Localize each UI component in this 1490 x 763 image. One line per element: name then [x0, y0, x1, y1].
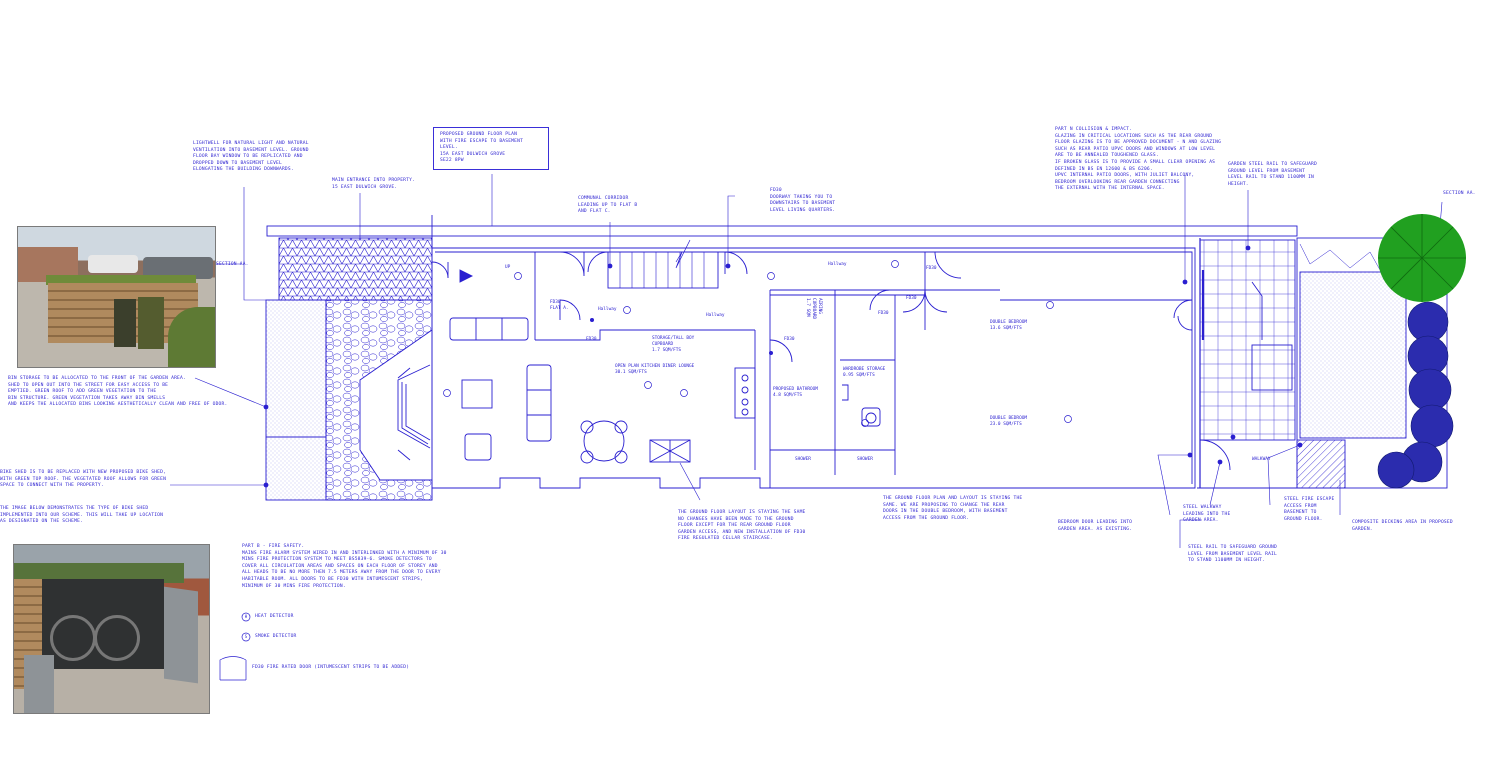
label-proposed-bathroom: PROPOSED BATHROOM 4.8 SQM/FTS — [773, 387, 818, 398]
note-fd30-doorway: FD30 DOORWAY TAKING YOU TO DOWNSTAIRS TO… — [770, 188, 836, 213]
label-shower-1: SHOWER — [795, 457, 811, 462]
note-steel-rail: STEEL RAIL TO SAFEGUARD GROUND LEVEL FRO… — [1188, 545, 1277, 564]
note-composite-decking: COMPOSITE DECKING AREA IN PROPOSED GARDE… — [1352, 520, 1453, 532]
tree-icon — [1378, 214, 1466, 302]
label-hallway-3: Hallway — [828, 262, 847, 267]
note-section-right: SECTION AA. — [1443, 191, 1476, 196]
label-open-plan: OPEN PLAN KITCHEN DINER LOUNGE 30.1 SQM/… — [615, 364, 695, 375]
note-section-left: SECTION AA. — [216, 262, 249, 267]
label-up: UP — [505, 265, 511, 270]
legend-heat-detector: HEAT DETECTOR — [255, 614, 294, 619]
note-part-n: PART N COLLISION & IMPACT. GLAZING IN CR… — [1055, 127, 1222, 192]
note-bedroom-door: BEDROOM DOOR LEADING INTO GARDEN AREA. A… — [1058, 520, 1133, 532]
bin-store-photo — [17, 226, 216, 368]
label-fd30-e: FD30 — [926, 266, 937, 271]
title-block: PROPOSED GROUND FLOOR PLAN WITH FIRE ESC… — [433, 127, 549, 170]
label-fd30-c: FD30 — [878, 311, 889, 316]
note-ground-floor-plan: THE GROUND FLOOR PLAN AND LAYOUT IS STAY… — [883, 496, 1023, 521]
shrub-icon — [1377, 301, 1454, 489]
legend-heat-symbol: H — [244, 614, 248, 619]
label-shower-2: SHOWER — [857, 457, 873, 462]
label-double-bedroom-2: DOUBLE BEDROOM 23.0 SQM/FTS — [990, 416, 1028, 427]
hatched-area — [278, 237, 433, 301]
note-main-entrance: MAIN ENTRANCE INTO PROPERTY. 15 EAST DUL… — [332, 178, 416, 190]
legend-smoke-symbol: S — [244, 634, 248, 639]
note-image-below: THE IMAGE BELOW DEMONSTRATES THE TYPE OF… — [0, 506, 164, 525]
smoke-detector-icon — [443, 260, 1072, 427]
note-bin-storage: BIN STORAGE TO BE ALLOCATED TO THE FRONT… — [8, 376, 228, 408]
label-double-bedroom-1: DOUBLE BEDROOM 13.6 SQM/FTS — [990, 320, 1028, 331]
note-communal-corridor: COMMUNAL CORRIDOR LEADING UP TO FLAT B A… — [578, 196, 638, 215]
note-garden-rail: GARDEN STEEL RAIL TO SAFEGUARD GROUND LE… — [1228, 162, 1317, 187]
note-lightwell: LIGHTWELL FOR NATURAL LIGHT AND NATURAL … — [193, 141, 309, 173]
legend-smoke-detector: SMOKE DETECTOR — [255, 634, 297, 639]
bike-shed-photo — [13, 544, 210, 714]
label-walkway: WALKWAY — [1252, 457, 1271, 462]
note-steel-fire-escape: STEEL FIRE ESCAPE ACCESS FROM BASEMENT T… — [1284, 497, 1335, 522]
note-steel-walkway: STEEL WALKWAY LEADING INTO THE GARDEN AR… — [1183, 505, 1231, 524]
note-ground-floor-layout: THE GROUND FLOOR LAYOUT IS STAYING THE S… — [678, 510, 806, 542]
label-storage: STORAGE/TALL BOY CUPBOARD 1.7 SQM/FTS — [652, 336, 695, 353]
legend-fd30-door: FD30 FIRE RATED DOOR (INTUMESCENT STRIPS… — [252, 665, 410, 670]
label-fd30-d: FD30 — [906, 296, 917, 301]
label-fd30-a: FD30 — [586, 337, 597, 342]
label-hallway-2: Hallway — [706, 313, 725, 318]
label-fd30-b: FD30 — [784, 337, 795, 342]
label-fd30-flat-a: FD30 FLAT A. — [550, 300, 569, 311]
label-wardrobe-storage: WARDROBE STORAGE 0.95 SQM/FTS — [843, 367, 886, 378]
note-bike-shed: BIKE SHED IS TO BE REPLACED WITH NEW PRO… — [0, 470, 167, 489]
note-part-b: PART B - FIRE SAFETY. MAINS FIRE ALARM S… — [242, 544, 447, 589]
label-airing: AIRING CUPBOARD 1.7 SQM — [805, 298, 822, 320]
label-hallway-1: Hallway — [598, 307, 617, 312]
